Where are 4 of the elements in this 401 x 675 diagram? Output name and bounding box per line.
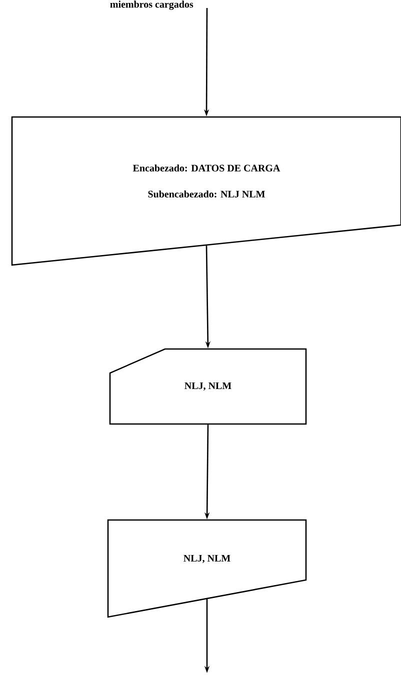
card-box: NLJ, NLM	[109, 348, 307, 425]
note-text: miembros cargados	[110, 0, 194, 10]
display-box: Encabezado: DATOS DE CARGA Subencabezado: NLJ NLM	[11, 116, 401, 266]
manual-input-box: NLJ, NLM	[107, 519, 307, 618]
